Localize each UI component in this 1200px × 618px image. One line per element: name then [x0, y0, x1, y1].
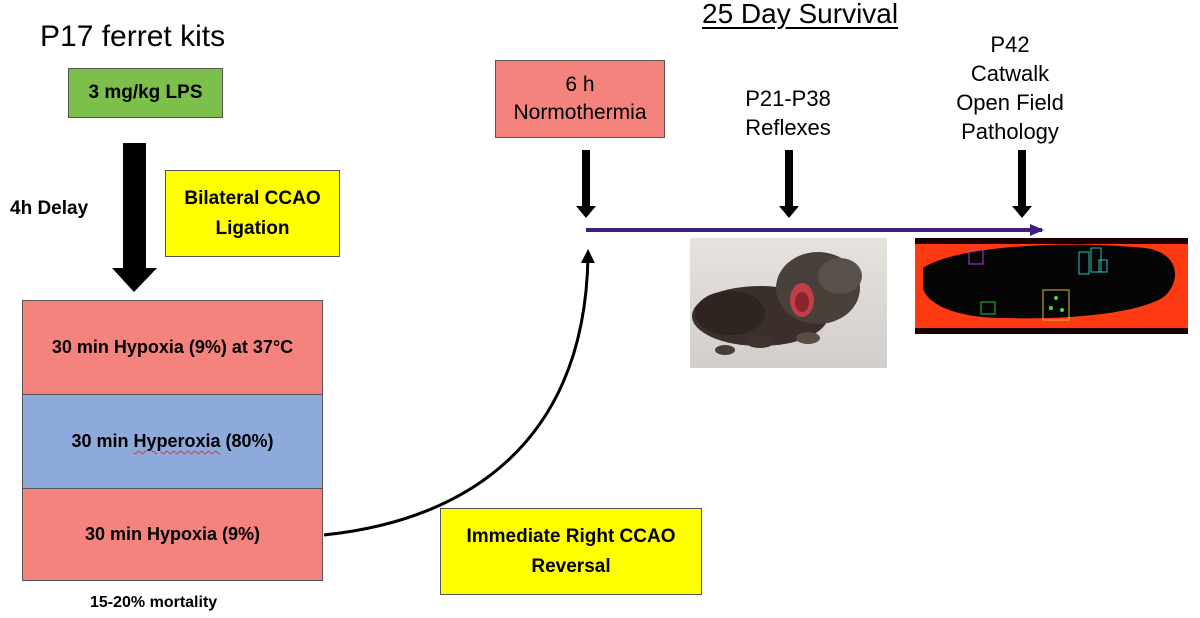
p42-line2: Catwalk — [970, 61, 1050, 86]
catwalk-image — [915, 238, 1188, 334]
p42-label: P42 Catwalk Open Field Pathology — [945, 30, 1075, 146]
p21-line2: Reflexes — [745, 115, 831, 140]
delay-arrow — [112, 143, 157, 292]
p42-line4: Pathology — [961, 119, 1059, 144]
normothermia-arrow — [576, 150, 596, 218]
p42-line1: P42 — [990, 32, 1030, 57]
normothermia-box: 6 h Normothermia — [495, 60, 665, 138]
protocol-step-label: 30 min Hypoxia (9%) at 37°C — [51, 337, 294, 357]
delay-label: 4h Delay — [10, 198, 89, 219]
lps-label: 3 mg/kg LPS — [88, 82, 203, 103]
reversal-curve-arrow — [323, 249, 595, 537]
reversal-line1: Immediate Right CCAO — [466, 525, 676, 547]
protocol-step-hyperoxia: 30 min Hyperoxia (80%) — [22, 394, 323, 489]
title-left: P17 ferret kits — [40, 20, 226, 53]
protocol-step-hypoxia-37c: 30 min Hypoxia (9%) at 37°C — [22, 300, 323, 395]
mortality-label: 15-20% mortality — [90, 594, 218, 611]
lps-box: 3 mg/kg LPS — [68, 68, 223, 118]
reversal-line2: Reversal — [531, 555, 611, 577]
protocol-step-label: 30 min Hyperoxia (80%) — [71, 431, 274, 451]
ccao-ligation-box: Bilateral CCAO Ligation — [165, 170, 340, 257]
p42-line3: Open Field — [956, 90, 1064, 115]
normothermia-line2: Normothermia — [513, 101, 647, 124]
ccao-ligation-line1: Bilateral CCAO — [184, 187, 321, 209]
ccao-ligation-line2: Ligation — [215, 217, 290, 239]
ferret-kit-photo — [690, 238, 887, 368]
reversal-box: Immediate Right CCAO Reversal — [440, 508, 702, 595]
normothermia-line1: 6 h — [565, 73, 595, 96]
protocol-step-hypoxia: 30 min Hypoxia (9%) — [22, 488, 323, 581]
survival-title: 25 Day Survival — [702, 0, 899, 29]
p42-arrow — [1012, 150, 1032, 218]
protocol-step-label: 30 min Hypoxia (9%) — [84, 524, 261, 544]
p21-label: P21-P38 Reflexes — [718, 84, 858, 142]
p21-line1: P21-P38 — [745, 86, 831, 111]
p21-arrow — [779, 150, 799, 218]
